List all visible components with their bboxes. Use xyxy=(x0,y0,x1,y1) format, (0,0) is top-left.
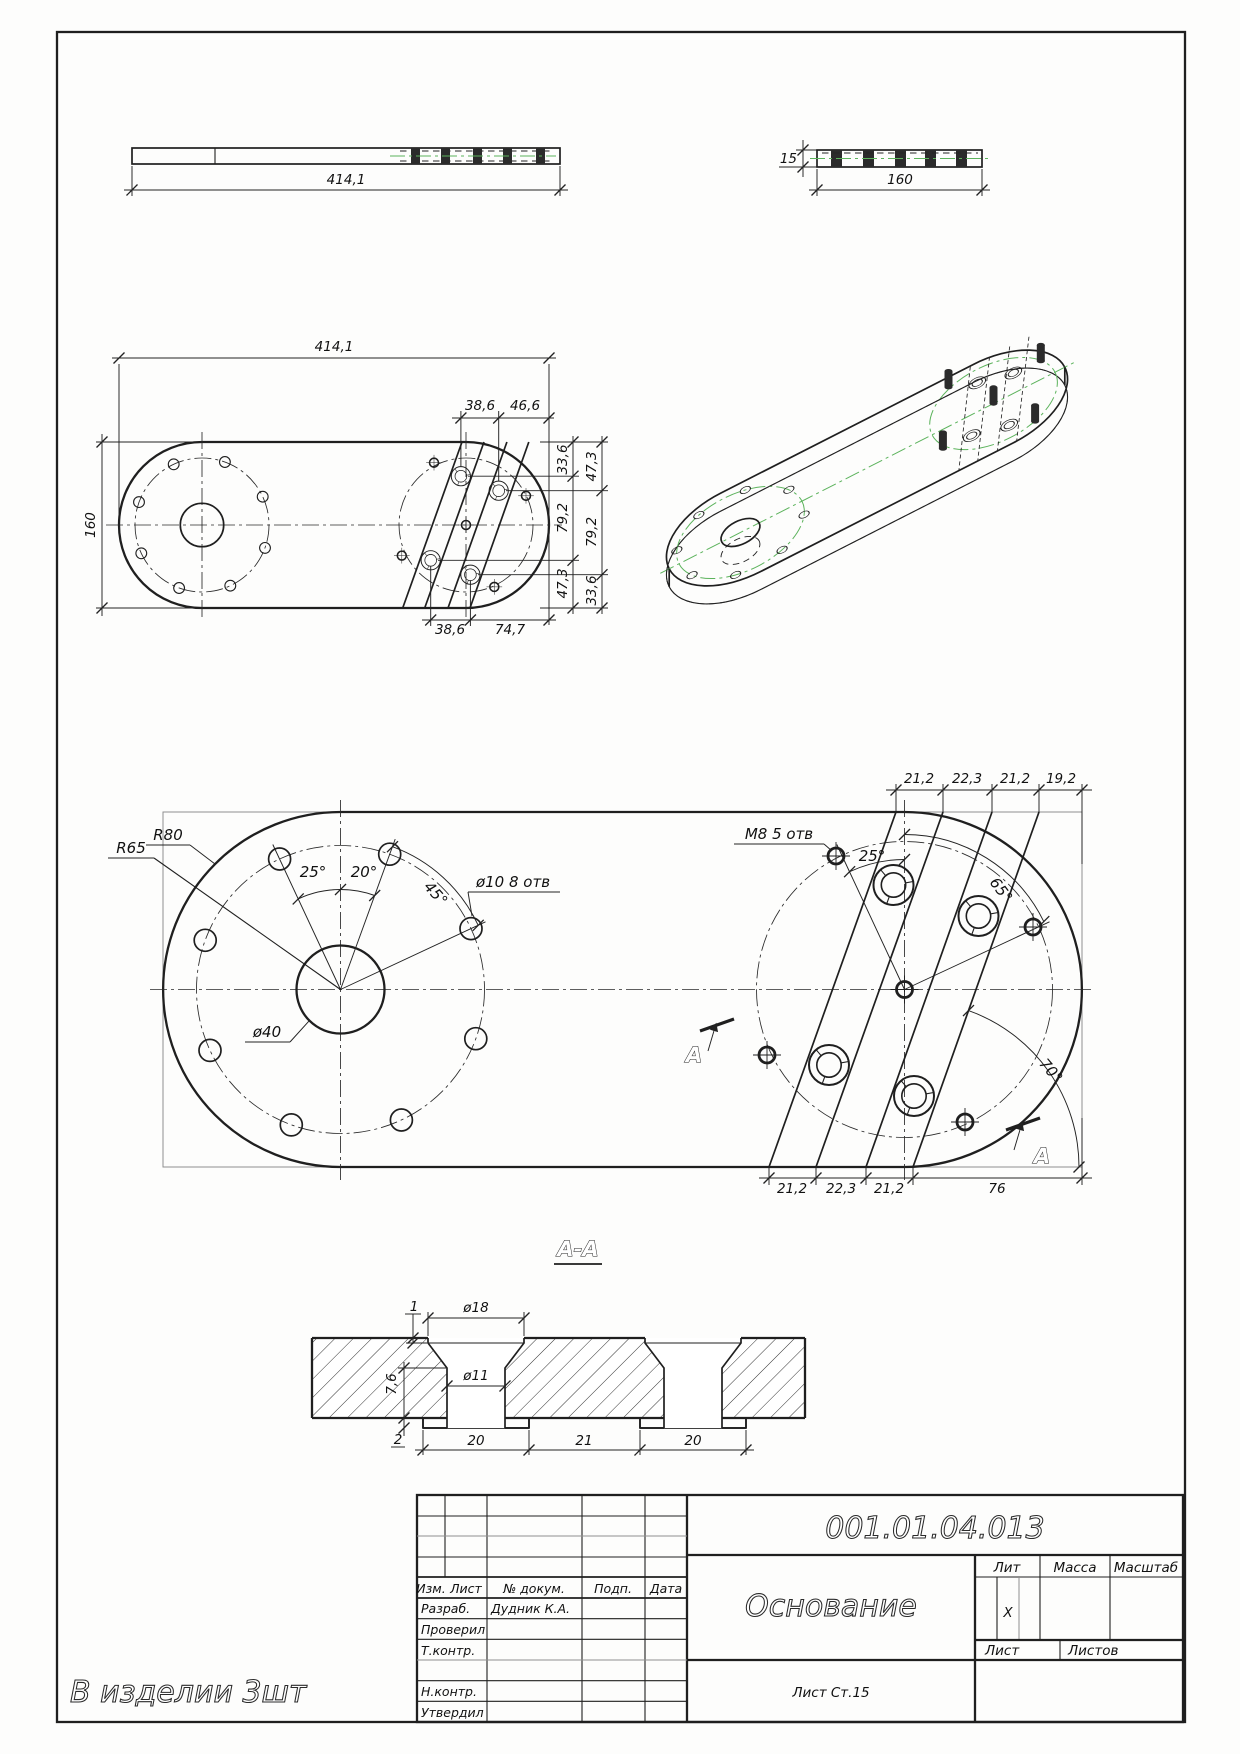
dim-t1: 21,2 xyxy=(904,771,934,787)
header-izm: Изм. xyxy=(416,1581,445,1596)
header-list2: Лист xyxy=(984,1643,1020,1659)
dim-d18: ø18 xyxy=(462,1300,488,1316)
material: Лист Ст.15 xyxy=(791,1685,869,1701)
dim-b3: 21,2 xyxy=(874,1181,904,1197)
detail-slots xyxy=(768,811,1040,1168)
view-detail: 25° 20° 45° R65 R80 ø10 8 отв ø40 М8 5 о… xyxy=(108,771,1095,1197)
dim-w20b: 20 xyxy=(684,1433,701,1449)
row-proveril: Проверил xyxy=(421,1622,485,1637)
part-name: Основание xyxy=(745,1589,917,1624)
dim-15: 15 xyxy=(780,151,797,167)
dim-473-o: 47,3 xyxy=(584,451,600,481)
quantity-note: В изделии 3шт xyxy=(70,1675,308,1710)
angle-25: 25° xyxy=(300,863,327,881)
view-side-length: 414,1 xyxy=(124,147,568,197)
header-podp: Подп. xyxy=(594,1581,632,1596)
view-section: А-А ø18 1 7,6 2 ø11 20 21 20 xyxy=(310,1237,807,1457)
plan-bolt-holes xyxy=(133,456,271,594)
dim-w20a: 20 xyxy=(467,1433,484,1449)
dim-b4: 76 xyxy=(988,1181,1005,1197)
dim-473-i: 47,3 xyxy=(555,568,571,598)
header-listov: Листов xyxy=(1067,1643,1118,1659)
dim-160-end: 160 xyxy=(887,172,913,188)
detail-bolt-holes xyxy=(193,842,488,1137)
dim-t3: 21,2 xyxy=(1000,771,1030,787)
row-tkontr: Т.контр. xyxy=(421,1643,475,1658)
angle-65: 65° xyxy=(986,874,1016,906)
section-hole-walls xyxy=(422,1338,747,1429)
dim-1: 1 xyxy=(410,1299,419,1315)
label-r65: R65 xyxy=(116,839,146,857)
dim-t4: 19,2 xyxy=(1046,771,1076,787)
label-m8: М8 5 отв xyxy=(745,825,813,843)
dim-747-bot: 74,7 xyxy=(495,622,525,638)
dim-d11: ø11 xyxy=(462,1368,488,1384)
header-lit: Лит xyxy=(993,1560,1022,1576)
row-razrab: Разраб. xyxy=(421,1601,470,1616)
dim-b2: 22,3 xyxy=(826,1181,856,1197)
section-mark-lower: А xyxy=(1005,1116,1051,1169)
angle-25b: 25° xyxy=(859,847,886,865)
header-massa: Масса xyxy=(1053,1560,1096,1576)
dim-386-top: 38,6 xyxy=(465,398,495,414)
detail-radius-rays xyxy=(272,838,1050,990)
dim-2: 2 xyxy=(394,1432,403,1448)
section-title: А-А xyxy=(555,1237,598,1261)
lit-value: X xyxy=(1002,1605,1013,1621)
section-mark-upper: А xyxy=(683,1017,735,1068)
dim-792-o: 79,2 xyxy=(584,517,600,547)
dim-414-side: 414,1 xyxy=(327,172,366,188)
dim-414-plan: 414,1 xyxy=(315,339,354,355)
section-letter-a2: А xyxy=(1032,1144,1050,1168)
dim-336-o: 33,6 xyxy=(584,575,600,605)
label-r80: R80 xyxy=(153,826,183,844)
dim-b1: 21,2 xyxy=(777,1181,807,1197)
row-utverdil: Утвердил xyxy=(421,1705,484,1720)
dim-336-i: 33,6 xyxy=(555,444,571,474)
plan-slots xyxy=(401,441,530,609)
view-side-end: 15 160 xyxy=(779,140,990,197)
header-ndoc: № докум. xyxy=(502,1581,565,1596)
dim-466-top: 46,6 xyxy=(510,398,540,414)
dim-386-bot: 38,6 xyxy=(435,622,465,638)
header-masshtab: Масштаб xyxy=(1114,1560,1178,1576)
section-letter-a1: А xyxy=(684,1043,702,1067)
author-name: Дудник К.А. xyxy=(490,1601,570,1616)
dim-792-i: 79,2 xyxy=(555,503,571,533)
view-isometric xyxy=(640,336,1093,626)
label-d40: ø40 xyxy=(252,1023,281,1041)
row-nkontr: Н.контр. xyxy=(421,1684,477,1699)
label-d10: ø10 8 отв xyxy=(475,873,550,891)
header-data: Дата xyxy=(649,1581,682,1596)
dim-160-plan: 160 xyxy=(83,512,99,538)
iso-thread-studs xyxy=(938,342,1045,451)
dim-w21: 21 xyxy=(575,1433,592,1449)
doc-number: 001.01.04.013 xyxy=(825,1511,1044,1546)
dim-76: 7,6 xyxy=(384,1373,400,1394)
header-list: Лист xyxy=(449,1581,482,1596)
title-block: 001.01.04.013 Основание Лист Ст.15 Лит М… xyxy=(415,1493,1185,1724)
dim-t2: 22,3 xyxy=(952,771,982,787)
angle-45: 45° xyxy=(420,878,451,910)
angle-20: 20° xyxy=(351,863,378,881)
view-plan: 414,1 160 38,6 46,6 33,6 79,2 47,3 47,3 … xyxy=(83,339,609,638)
